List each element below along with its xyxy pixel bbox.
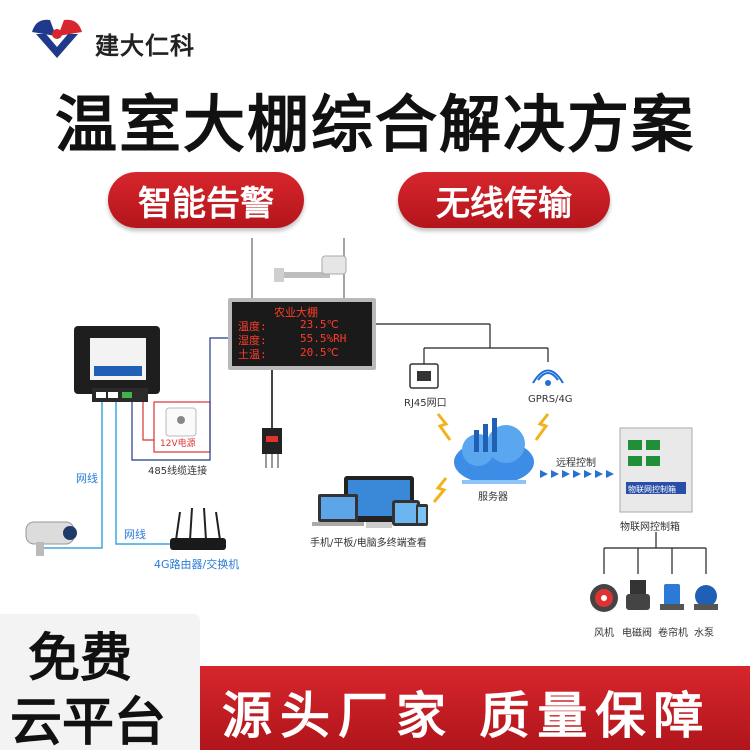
system-diagram (25, 238, 718, 612)
router-icon (170, 507, 226, 550)
solenoid-valve-icon (626, 580, 650, 610)
weather-sensor-icon (274, 255, 347, 282)
terminals-label: 手机/平板/电脑多终端查看 (310, 538, 427, 549)
gprs-label: GPRS/4G (528, 394, 573, 405)
free-cloud-box (0, 614, 200, 750)
logo-v-mark (36, 34, 78, 58)
brand-logo (32, 19, 82, 58)
water-pump-icon (694, 585, 718, 610)
badge-wireless: 无线传输 (398, 172, 610, 228)
brand-name: 建大仁科 (95, 32, 195, 60)
logo-dot (52, 29, 62, 39)
led-display: 农业大棚 温度: 23.5℃ 湿度: 55.5%RH 土温: 20.5℃ (228, 298, 376, 370)
iot-box-label: 物联网控制箱 (620, 522, 680, 533)
cloud-server-icon (454, 418, 534, 484)
led-row-label: 土温: (238, 348, 267, 361)
iot-control-box-icon (619, 427, 693, 513)
data-collector-icon (74, 326, 160, 402)
free-label: 免费 (28, 629, 133, 689)
terminal-devices-icon (312, 476, 428, 528)
led-row-value: 23.5℃ (300, 318, 339, 331)
cable-label: 网线 (76, 472, 98, 485)
device-label-pump: 水泵 (694, 628, 714, 639)
page-title: 温室大棚综合解决方案 (54, 88, 695, 161)
logo-right-wing (58, 19, 82, 36)
wireless-signal-icon (532, 369, 564, 386)
rj45-label: RJ45网口 (404, 398, 447, 409)
logo-left-wing (32, 19, 56, 36)
led-row-value: 20.5℃ (300, 346, 339, 359)
iot-box-plate: 物联网控制箱 (628, 485, 676, 494)
remote-control-label: 远程控制 (556, 458, 596, 469)
power-label: 12V电源 (160, 439, 196, 449)
rs485-label: 485线缆连接 (148, 466, 208, 477)
server-label: 服务器 (478, 492, 508, 503)
router-label: 4G路由器/交换机 (154, 558, 240, 571)
device-label-valve: 电磁阀 (622, 628, 652, 639)
device-label-roller: 卷帘机 (658, 628, 688, 639)
rj45-port-icon (409, 363, 439, 389)
remote-arrows (540, 470, 614, 478)
roller-motor-icon (660, 584, 684, 610)
cable-label: 网线 (124, 528, 146, 541)
led-row-label: 温度: (238, 320, 267, 333)
badge-smart-alarm: 智能告警 (108, 172, 304, 228)
device-label-fan: 风机 (594, 628, 614, 639)
slogan: 源头厂家 质量保障 (222, 687, 712, 745)
led-title: 农业大棚 (274, 306, 318, 319)
led-row-value: 55.5%RH (300, 332, 347, 345)
led-row-label: 湿度: (238, 334, 267, 347)
fan-icon (590, 584, 618, 612)
lightning-icon (432, 413, 550, 503)
soil-sensor-icon (262, 428, 282, 468)
camera-icon (25, 521, 77, 556)
cloud-platform-label: 云平台 (10, 693, 167, 753)
